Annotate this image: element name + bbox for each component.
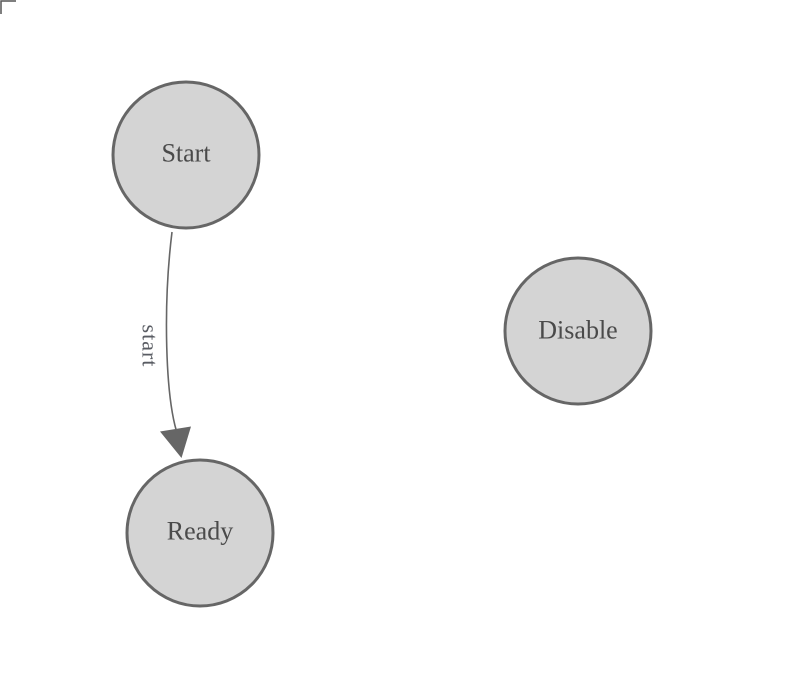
state-circle-disable[interactable] (503, 256, 653, 406)
arrowhead-icon (160, 426, 191, 458)
state-node-ready[interactable]: Ready (125, 458, 275, 608)
state-node-start[interactable]: Start (111, 80, 261, 230)
transition-path[interactable] (165, 231, 179, 437)
state-circle-start[interactable] (111, 80, 261, 230)
state-node-disable[interactable]: Disable (503, 256, 653, 406)
state-circle-ready[interactable] (125, 458, 275, 608)
transition-start-to-ready: start (138, 231, 191, 458)
canvas-origin-marker (0, 0, 16, 14)
transition-label[interactable]: start (138, 325, 163, 368)
